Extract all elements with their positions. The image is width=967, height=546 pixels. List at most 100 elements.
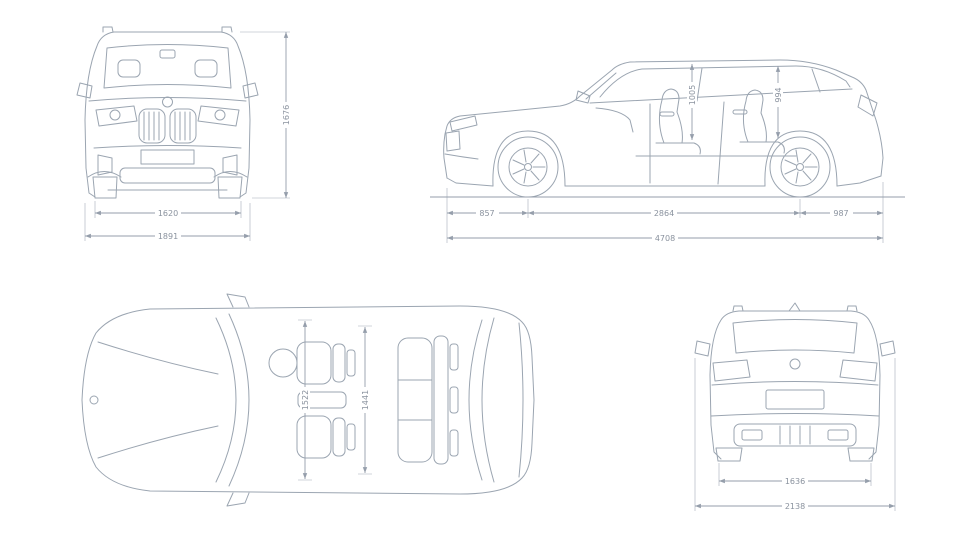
side-front-wheel-arch: [492, 130, 566, 187]
top-front-width-dim: 1522: [300, 387, 310, 413]
front-side-mirror-right: [242, 82, 259, 99]
side-view-drawing: [443, 59, 884, 198]
side-wheelbase-dim: 2864: [651, 208, 677, 218]
side-door-handle-front: [659, 111, 675, 117]
side-rear-overhang-label: 987: [833, 209, 848, 218]
side-rear-rim: [780, 147, 820, 187]
top-witness-lines: [298, 319, 372, 481]
rear-taillight-right: [839, 359, 878, 382]
side-witness-lines: [446, 182, 884, 243]
side-rear-headroom-label: 994: [774, 87, 783, 102]
rear-view-drawing: [694, 302, 896, 462]
side-grille: [445, 130, 461, 152]
rear-view-dimensions: 1636 2138: [694, 358, 896, 511]
rear-mirror-width-dim: 2138: [782, 501, 808, 511]
rear-witness-lines: [694, 358, 896, 511]
rear-roof-rails: [732, 305, 858, 312]
top-rear-width-label: 1441: [361, 390, 370, 410]
front-width-dim: 1891: [155, 231, 181, 241]
top-view-drawing: [81, 293, 535, 507]
rear-wheel-left: [715, 447, 743, 462]
top-passenger-backrest: [332, 417, 346, 457]
top-mirror-right: [226, 492, 250, 507]
front-bumper-crease: [93, 145, 242, 149]
front-body-outline: [84, 31, 251, 198]
rear-window: [732, 319, 858, 354]
front-hood-line: [88, 97, 247, 102]
side-wheelbase-label: 2864: [654, 209, 674, 218]
side-front-overhang-label: 857: [479, 209, 494, 218]
top-hood-lines: [97, 341, 219, 459]
top-tailgate-line: [518, 322, 524, 478]
top-bmw-roundel-icon: [89, 395, 99, 405]
side-door-handle-rear: [732, 109, 748, 115]
top-rear-headrest-1: [449, 343, 459, 371]
rear-exhaust-left: [741, 429, 763, 441]
rear-exhaust-right: [827, 429, 849, 441]
front-witness-lines: [84, 31, 290, 241]
front-view-drawing: [76, 26, 259, 199]
front-side-inlets: [97, 154, 238, 176]
side-windshield-inner: [585, 72, 617, 100]
side-front-tire: [497, 136, 559, 198]
top-rear-cushion-splits: [397, 379, 433, 421]
top-rear-window: [468, 317, 495, 483]
front-bmw-roundel-icon: [162, 96, 173, 108]
top-rear-headrest-3: [449, 429, 459, 457]
top-passenger-headrest: [346, 423, 356, 451]
front-license-plate: [140, 149, 195, 165]
rear-license-plate: [765, 389, 825, 410]
top-passenger-cushion: [296, 415, 332, 459]
rear-mirror-right: [879, 340, 896, 357]
side-window-top: [599, 65, 851, 98]
rear-wheel-right: [847, 447, 875, 462]
top-driver-cushion: [296, 341, 332, 385]
side-beltline: [589, 88, 853, 104]
front-roof-rails: [102, 26, 233, 33]
front-headlight-left: [95, 105, 138, 127]
rear-lower-valance: [733, 423, 857, 447]
side-rear-wheel-arch: [764, 130, 838, 187]
front-kidney-grille-right: [169, 108, 197, 144]
front-height-dim: 1676: [281, 102, 291, 128]
side-rear-hub: [796, 163, 804, 171]
front-view-dimensions: 1620 1891 1676: [84, 31, 291, 241]
front-headrest-left: [117, 59, 141, 78]
side-front-rim: [508, 147, 548, 187]
front-height-dim-label: 1676: [282, 105, 291, 125]
side-front-seat: [655, 88, 701, 155]
rear-track-dim: 1636: [782, 476, 808, 486]
front-kidney-grille-left: [138, 108, 166, 144]
rear-tailgate-crease: [711, 381, 879, 386]
top-steering-wheel: [268, 348, 298, 378]
side-headlight: [449, 115, 478, 132]
side-front-overhang-dim: 857: [476, 208, 499, 218]
top-view-dimensions: 1522 1441: [298, 319, 372, 481]
top-rear-bench-cushion: [397, 337, 433, 463]
top-mirror-left: [226, 293, 250, 308]
front-wheel-right: [217, 176, 243, 199]
front-track-dim: 1620: [155, 208, 181, 218]
rear-track-label: 1636: [785, 477, 805, 486]
side-rear-seat: [739, 89, 785, 154]
top-windshield: [215, 313, 250, 487]
side-rocker: [446, 175, 882, 187]
side-rear-overhang-dim: 987: [830, 208, 853, 218]
rear-diffuser-lines: [779, 425, 811, 445]
side-front-spokes: [512, 149, 546, 184]
front-wheel-left: [92, 176, 118, 199]
side-front-headroom-label: 1005: [688, 85, 697, 105]
side-door-cut-lines: [649, 101, 725, 185]
rear-body-outline: [709, 310, 881, 460]
top-front-width-label: 1522: [301, 390, 310, 410]
rear-bumper-top: [710, 413, 880, 417]
side-rear-headroom-dim: 994: [773, 83, 783, 107]
front-view: 1620 1891 1676: [76, 26, 291, 241]
rear-mirror-left: [694, 340, 711, 357]
side-b-pillar: [696, 67, 703, 102]
top-driver-headrest: [346, 349, 356, 377]
side-rear-spokes: [784, 149, 818, 184]
side-front-hub: [524, 163, 532, 171]
